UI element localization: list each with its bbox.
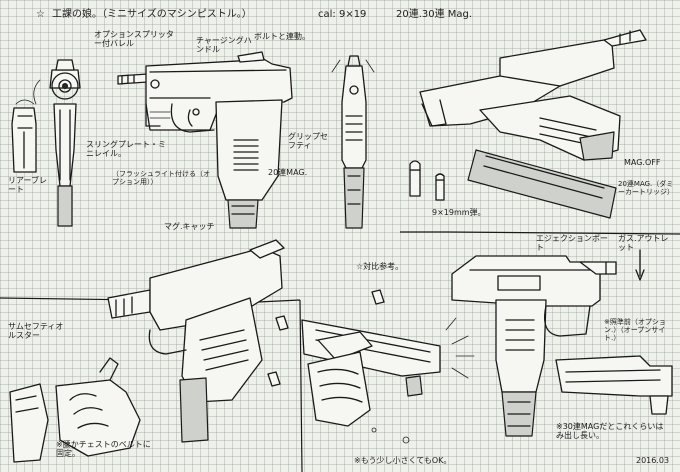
note-mag-20: 20連MAG. bbox=[268, 168, 308, 177]
note-mag-30: ※30連MAGだとこれくらいはみ出し長い。 bbox=[556, 422, 664, 441]
note-mag-catch: マグ.キャッチ bbox=[164, 222, 215, 231]
front-view-drawing bbox=[11, 59, 81, 227]
note-compare: ☆対比参考。 bbox=[356, 262, 404, 271]
magazine-drawing bbox=[409, 149, 617, 219]
note-bolt-interlock: ボルトと連動。 bbox=[254, 32, 310, 41]
note-sling-plate: スリングプレート・ミニレイル。 bbox=[86, 140, 166, 159]
note-charging-handle: チャージングハンドル bbox=[196, 36, 252, 55]
note-rear-plate: リアーブレート bbox=[8, 176, 48, 195]
artist-signature: 2016.03 bbox=[636, 456, 670, 465]
note-barrel: オプションスプリッター付バレル bbox=[94, 30, 174, 49]
header-title: 工課の娘。（ミニサイズのマシンピストル。） bbox=[52, 9, 252, 20]
note-grip-safety: グリップセフティ bbox=[288, 132, 328, 151]
header-star: ☆ bbox=[36, 9, 45, 20]
note-mag-20-dummy: 20連MAG.（ダミーカートリッジ） bbox=[618, 180, 674, 197]
note-flashlight: （フラッシュライト付ける（オプション用）） bbox=[112, 170, 210, 187]
side-view-drawing bbox=[117, 51, 293, 229]
header-mags: 20連.30連 Mag. bbox=[396, 9, 473, 20]
firing-comparison-drawing bbox=[267, 289, 475, 444]
note-smaller: ※もう少し小さくてもOK。 bbox=[354, 456, 452, 465]
top-view-drawing bbox=[331, 55, 375, 229]
lower-perspective-drawing bbox=[107, 239, 285, 443]
right-side-view-drawing bbox=[451, 249, 673, 437]
note-ejection-port: エジェクションポート bbox=[536, 234, 608, 253]
note-thumb-safety: サムセフティオルスター bbox=[8, 322, 64, 341]
note-gas-outlet: ガス.アウトレット bbox=[618, 234, 669, 253]
note-mag-off: MAG.OFF bbox=[624, 158, 661, 167]
holster-drawing bbox=[9, 357, 141, 463]
note-round: 9×19mm弾。 bbox=[432, 208, 486, 217]
perspective-view-drawing bbox=[419, 29, 647, 161]
header-caliber: cal: 9×19 bbox=[318, 9, 367, 20]
note-holster: ※腰かチェストのベルトに固定。 bbox=[56, 440, 151, 459]
note-rear-sight: ※照準前（オプション.）（オープンサイト.） bbox=[604, 318, 666, 343]
